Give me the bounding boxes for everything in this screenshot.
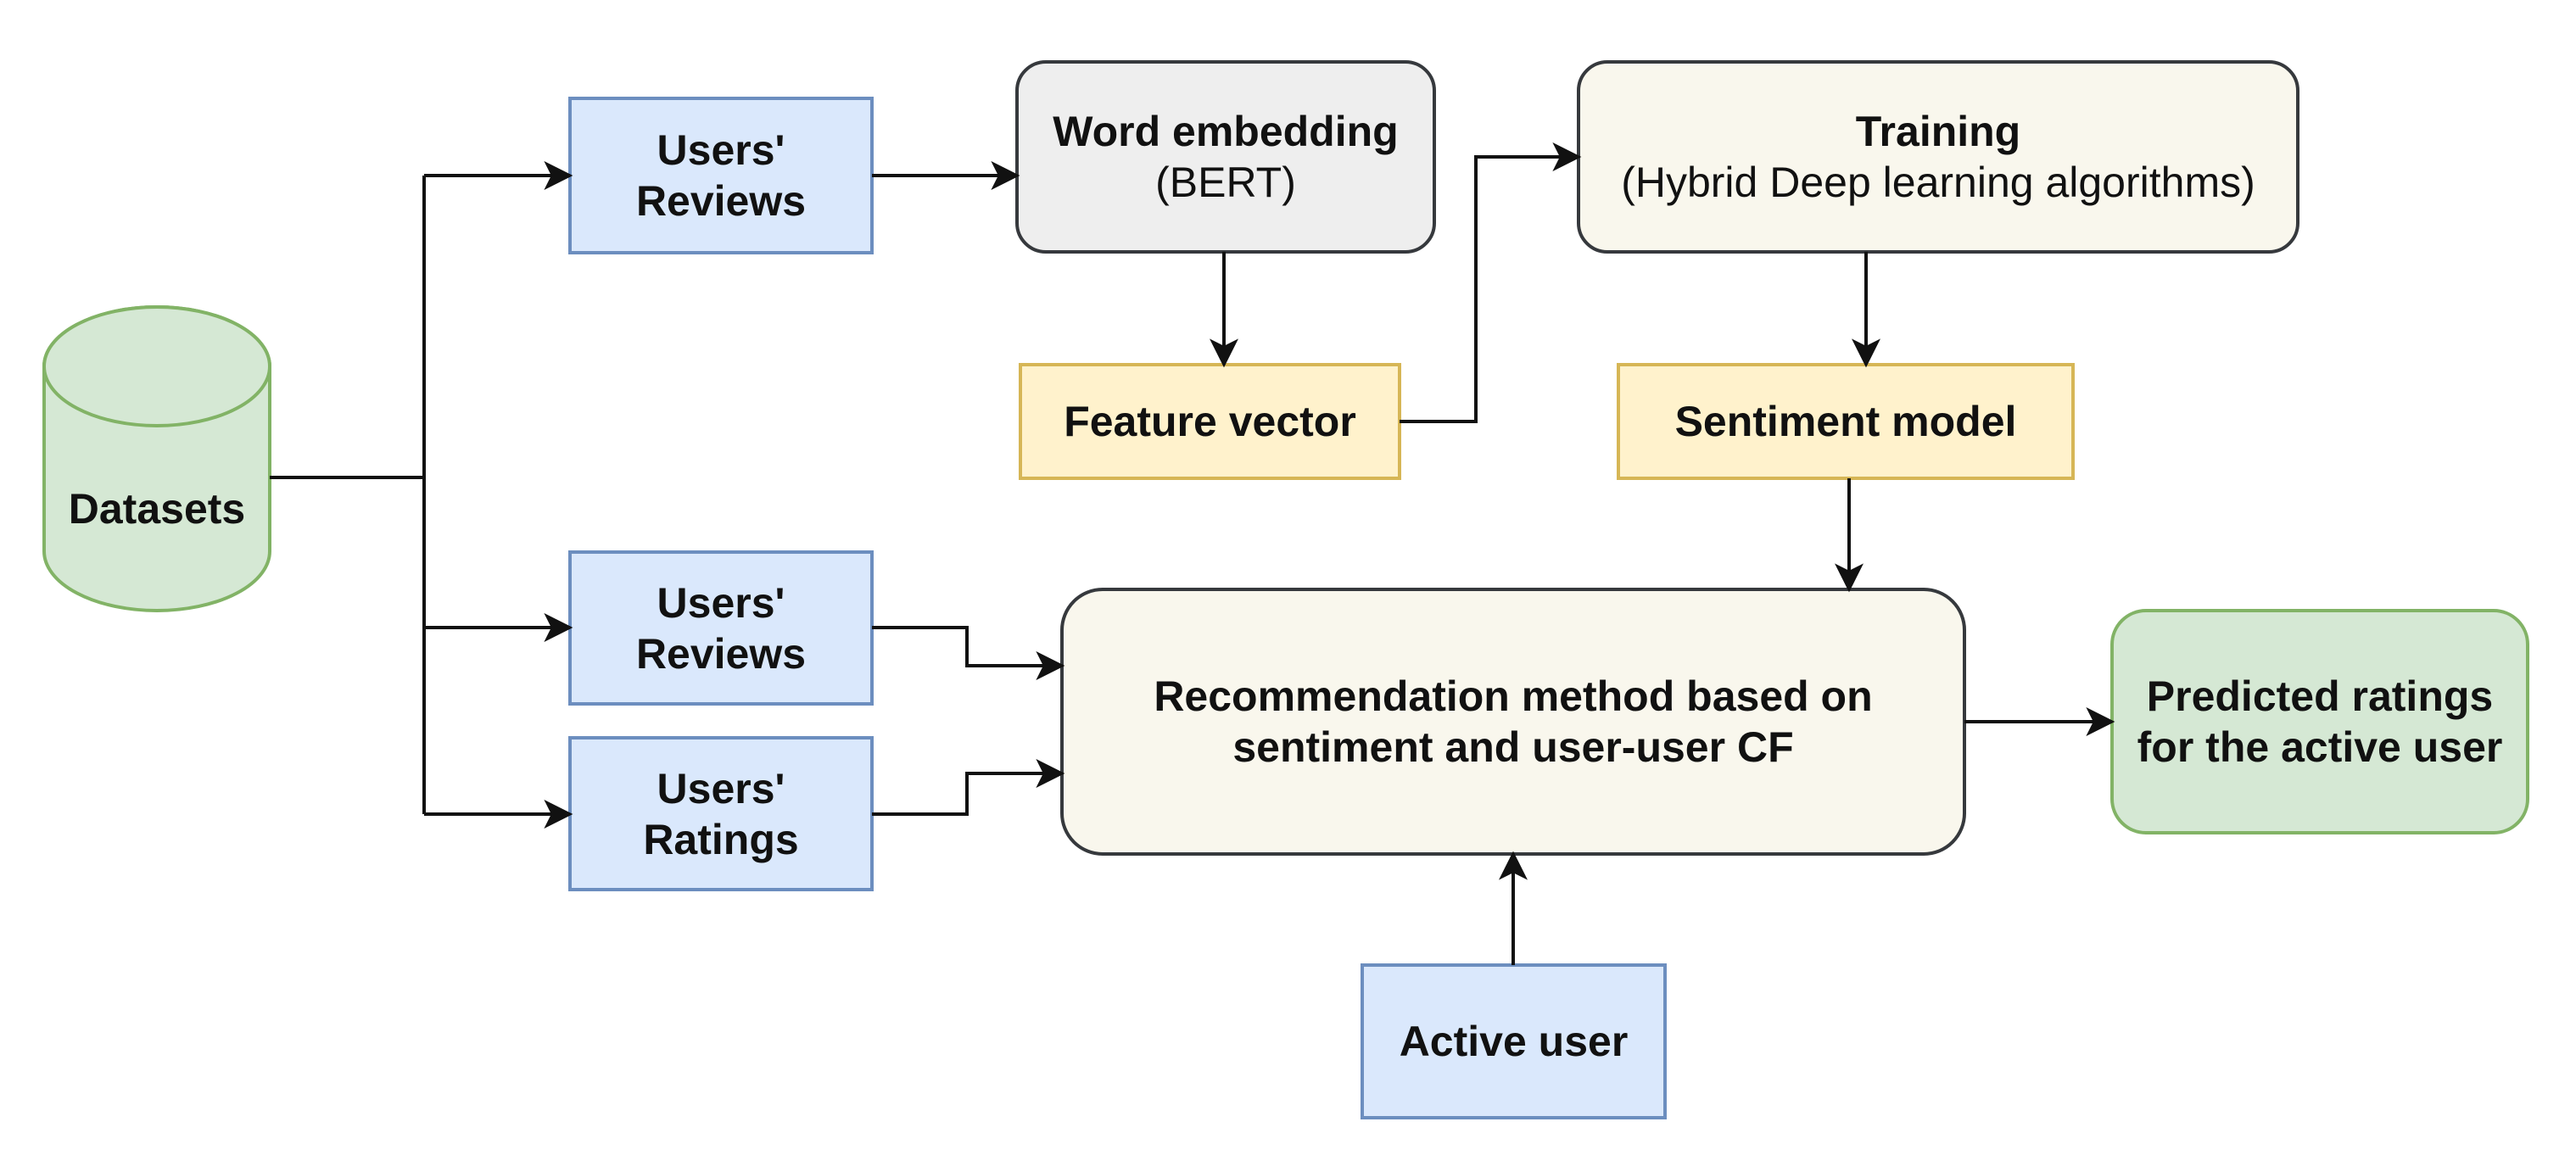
datasets-cylinder (42, 305, 271, 612)
predicted-ratings-node: Predicted ratings for the active user (2112, 611, 2528, 833)
predicted-ratings-line2: for the active user (2137, 723, 2503, 771)
active-user-label: Active user (1399, 1018, 1629, 1065)
users-reviews-top-line2: Reviews (635, 177, 807, 225)
recommendation-node: Recommendation method based on sentiment… (1062, 589, 1964, 854)
users-reviews-top-box (568, 97, 874, 254)
recommendation-line2: sentiment and user-user CF (1232, 723, 1794, 771)
edge-feature-vector-to-training (1400, 142, 1582, 423)
users-ratings-line1: Users' (657, 764, 785, 812)
users-reviews-top-line1: Users' (657, 126, 785, 174)
users-reviews-mid-line1: Users' (657, 578, 785, 627)
users-reviews-top-node: Users' Reviews (570, 98, 872, 253)
users-ratings-line2: Ratings (643, 815, 799, 863)
users-reviews-mid-line2: Reviews (635, 629, 807, 678)
edge-reviews-mid-to-recommendation (872, 626, 1065, 680)
datasets-node: Datasets (42, 458, 271, 560)
datasets-label: Datasets (68, 485, 246, 533)
feature-vector-label: Feature vector (1064, 398, 1356, 445)
sentiment-model-node: Sentiment model (1618, 365, 2073, 478)
word-embedding-subtitle: (BERT) (1155, 159, 1296, 206)
active-user-box (1361, 963, 1667, 1119)
sentiment-model-box (1617, 363, 2075, 480)
training-subtitle: (Hybrid Deep learning algorithms) (1621, 159, 2255, 206)
training-node: Training (Hybrid Deep learning algorithm… (1579, 62, 2298, 252)
active-user-node: Active user (1362, 965, 1665, 1118)
training-title: Training (1855, 108, 2021, 155)
word-embedding-title: Word embedding (1053, 108, 1399, 155)
recommendation-line1: Recommendation method based on (1154, 673, 1873, 720)
users-ratings-node: Users' Ratings (570, 738, 872, 890)
users-reviews-mid-box (568, 550, 874, 706)
users-reviews-mid-node: Users' Reviews (570, 552, 872, 704)
feature-vector-node: Feature vector (1020, 365, 1400, 478)
predicted-ratings-line1: Predicted ratings (2146, 673, 2494, 720)
word-embedding-node: Word embedding (BERT) (1017, 62, 1434, 252)
edge-ratings-to-recommendation (872, 759, 1065, 816)
sentiment-model-label: Sentiment model (1674, 398, 2017, 445)
datasets-cylinder-top (42, 305, 271, 427)
